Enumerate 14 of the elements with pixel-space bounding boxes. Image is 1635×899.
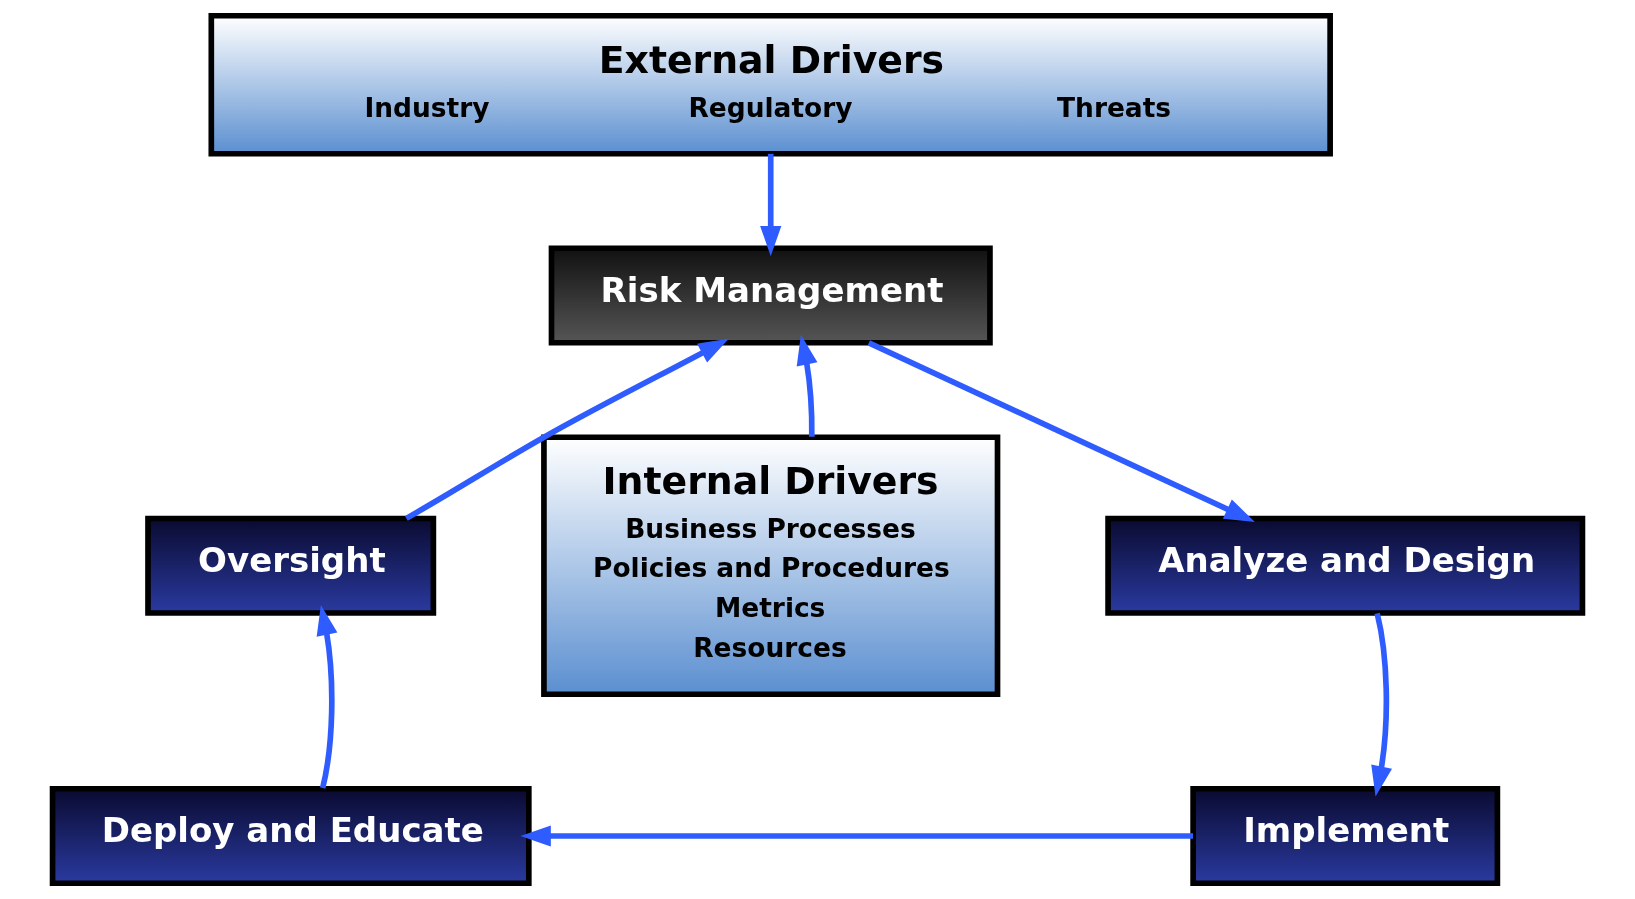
arrow [1371, 612, 1392, 797]
arrow [520, 825, 1193, 847]
node-box: Analyze and Design [1105, 515, 1586, 616]
node-box: Deploy and Educate [49, 785, 532, 887]
node-box: Risk Management [548, 245, 993, 346]
node-box: Oversight [145, 515, 437, 616]
arrow [796, 334, 818, 437]
arrow [404, 338, 729, 521]
arrow [867, 340, 1255, 522]
node-box: Implement [1190, 785, 1501, 887]
arrow [760, 153, 782, 257]
arrow [316, 605, 338, 789]
node-box: External Drivers Industry Regulatory Threats [208, 12, 1333, 157]
node-box: Internal Drivers Business Processes Policies and Procedures Metrics Resources [541, 434, 1001, 698]
